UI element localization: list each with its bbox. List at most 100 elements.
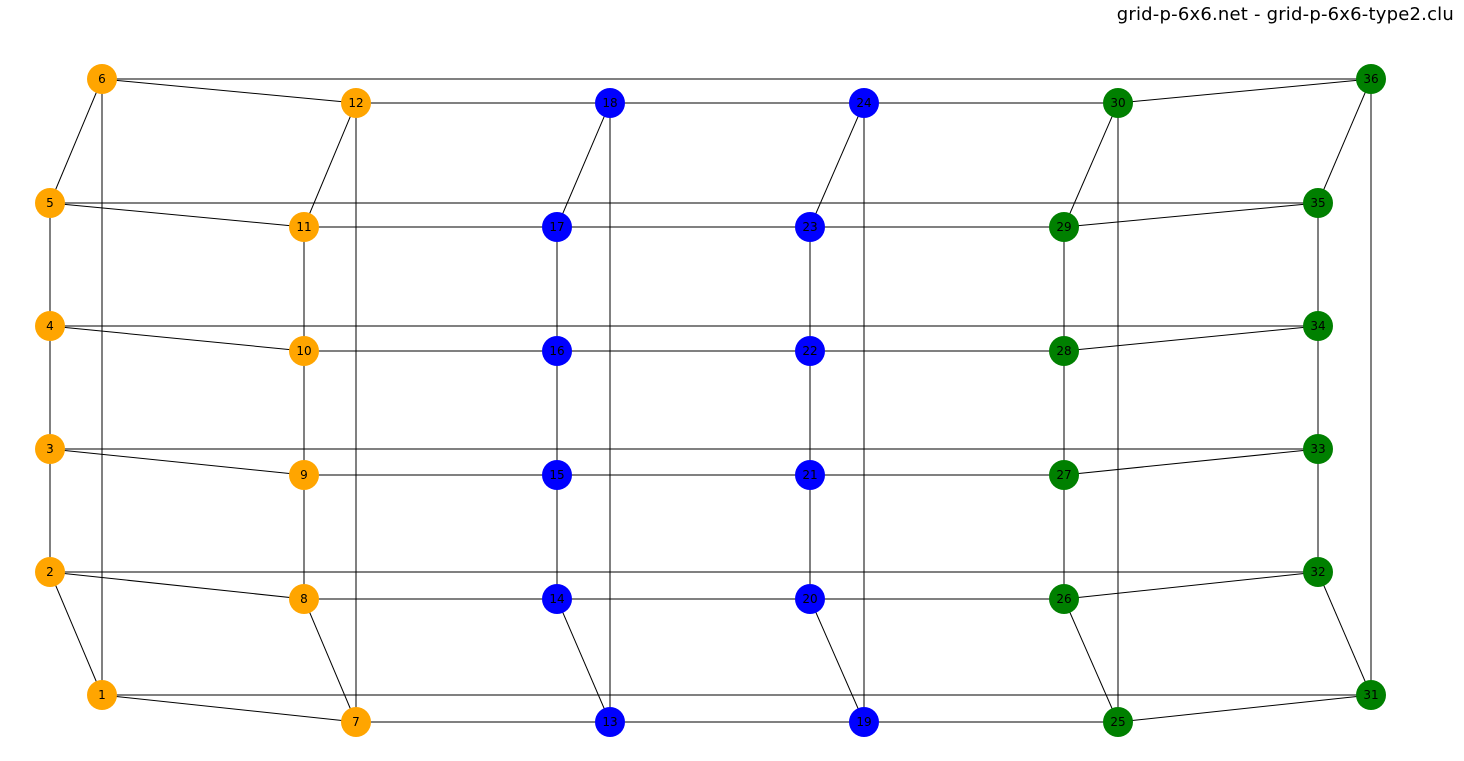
node-18: 18 bbox=[595, 88, 625, 118]
edge-26-32 bbox=[1063, 571, 1319, 600]
node-circle bbox=[289, 336, 319, 366]
edge-30-36 bbox=[1117, 78, 1372, 104]
node-3: 3 bbox=[35, 434, 65, 464]
node-label: 26 bbox=[1056, 592, 1071, 606]
node-circle bbox=[289, 584, 319, 614]
edge-7-8 bbox=[303, 598, 357, 723]
edge-17-18 bbox=[556, 102, 611, 228]
edge-13-14 bbox=[556, 598, 611, 723]
node-circle bbox=[1049, 584, 1079, 614]
node-circle bbox=[795, 460, 825, 490]
edge-3-9 bbox=[49, 448, 305, 476]
node-label: 32 bbox=[1310, 565, 1325, 579]
node-4: 4 bbox=[35, 311, 65, 341]
node-circle bbox=[1103, 88, 1133, 118]
node-9: 9 bbox=[289, 460, 319, 490]
node-26: 26 bbox=[1049, 584, 1079, 614]
node-19: 19 bbox=[849, 707, 879, 737]
node-label: 31 bbox=[1363, 688, 1378, 702]
edge-23-24 bbox=[809, 102, 865, 228]
node-circle bbox=[87, 680, 117, 710]
node-11: 11 bbox=[289, 212, 319, 242]
node-label: 28 bbox=[1056, 344, 1071, 358]
node-circle bbox=[1303, 311, 1333, 341]
node-circle bbox=[341, 88, 371, 118]
edge-29-30 bbox=[1063, 102, 1119, 228]
node-label: 36 bbox=[1363, 72, 1378, 86]
node-label: 24 bbox=[856, 96, 871, 110]
node-label: 6 bbox=[98, 72, 106, 86]
node-31: 31 bbox=[1356, 680, 1386, 710]
node-circle bbox=[35, 434, 65, 464]
node-label: 19 bbox=[856, 715, 871, 729]
node-circle bbox=[289, 460, 319, 490]
node-circle bbox=[795, 212, 825, 242]
node-circle bbox=[1303, 557, 1333, 587]
node-label: 27 bbox=[1056, 468, 1071, 482]
node-label: 29 bbox=[1056, 220, 1071, 234]
edge-31-32 bbox=[1317, 571, 1372, 696]
node-circle bbox=[795, 336, 825, 366]
node-33: 33 bbox=[1303, 434, 1333, 464]
edge-11-12 bbox=[303, 102, 357, 228]
node-5: 5 bbox=[35, 188, 65, 218]
node-label: 35 bbox=[1310, 196, 1325, 210]
node-label: 1 bbox=[98, 688, 106, 702]
node-13: 13 bbox=[595, 707, 625, 737]
nodes-layer: 1234567891011121314151617181920212223242… bbox=[35, 64, 1386, 737]
node-label: 20 bbox=[802, 592, 817, 606]
node-circle bbox=[1049, 336, 1079, 366]
node-circle bbox=[542, 336, 572, 366]
edge-29-35 bbox=[1063, 202, 1319, 228]
edges-layer bbox=[49, 78, 1372, 723]
node-16: 16 bbox=[542, 336, 572, 366]
node-circle bbox=[849, 707, 879, 737]
node-label: 10 bbox=[296, 344, 311, 358]
node-circle bbox=[542, 584, 572, 614]
node-14: 14 bbox=[542, 584, 572, 614]
node-label: 3 bbox=[46, 442, 54, 456]
node-label: 14 bbox=[549, 592, 564, 606]
node-36: 36 bbox=[1356, 64, 1386, 94]
edge-28-34 bbox=[1063, 325, 1319, 352]
node-circle bbox=[35, 557, 65, 587]
node-circle bbox=[341, 707, 371, 737]
node-30: 30 bbox=[1103, 88, 1133, 118]
node-circle bbox=[1049, 212, 1079, 242]
node-label: 11 bbox=[296, 220, 311, 234]
node-label: 21 bbox=[802, 468, 817, 482]
node-22: 22 bbox=[795, 336, 825, 366]
edge-6-12 bbox=[101, 78, 357, 104]
edge-35-36 bbox=[1317, 78, 1372, 204]
node-label: 30 bbox=[1110, 96, 1125, 110]
node-8: 8 bbox=[289, 584, 319, 614]
edge-2-8 bbox=[49, 571, 305, 600]
edge-27-33 bbox=[1063, 448, 1319, 476]
node-label: 4 bbox=[46, 319, 54, 333]
node-circle bbox=[595, 707, 625, 737]
node-28: 28 bbox=[1049, 336, 1079, 366]
node-25: 25 bbox=[1103, 707, 1133, 737]
node-label: 17 bbox=[549, 220, 564, 234]
node-32: 32 bbox=[1303, 557, 1333, 587]
node-label: 18 bbox=[602, 96, 617, 110]
edge-1-2 bbox=[49, 571, 103, 696]
node-label: 25 bbox=[1110, 715, 1125, 729]
node-label: 2 bbox=[46, 565, 54, 579]
node-label: 5 bbox=[46, 196, 54, 210]
node-circle bbox=[1049, 460, 1079, 490]
node-29: 29 bbox=[1049, 212, 1079, 242]
node-circle bbox=[87, 64, 117, 94]
node-label: 7 bbox=[352, 715, 360, 729]
node-circle bbox=[542, 460, 572, 490]
node-label: 8 bbox=[300, 592, 308, 606]
edge-25-31 bbox=[1117, 694, 1372, 723]
node-circle bbox=[595, 88, 625, 118]
node-label: 16 bbox=[549, 344, 564, 358]
node-6: 6 bbox=[87, 64, 117, 94]
node-circle bbox=[1303, 188, 1333, 218]
node-10: 10 bbox=[289, 336, 319, 366]
node-21: 21 bbox=[795, 460, 825, 490]
node-circle bbox=[35, 311, 65, 341]
